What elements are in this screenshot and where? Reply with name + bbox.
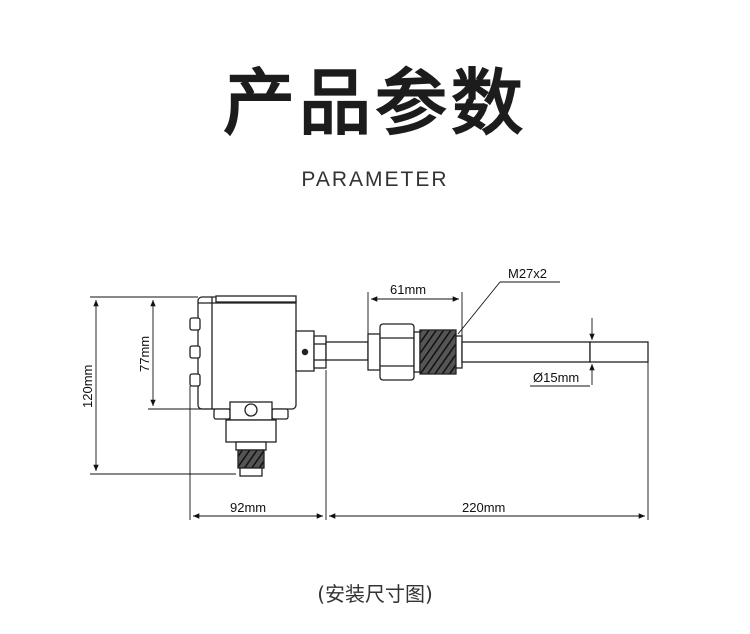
page-subtitle: PARAMETER [301, 168, 449, 191]
drawing-caption: (安装尺寸图) [317, 582, 433, 606]
probe-rod [461, 341, 591, 363]
side-connector [295, 330, 369, 372]
dim-label-92mm: 92mm [230, 500, 266, 515]
dim-label-77mm: 77mm [137, 336, 152, 372]
mounting-nut [367, 323, 421, 381]
dim-label-220mm: 220mm [462, 500, 505, 515]
page-title: 产品参数 [222, 61, 527, 145]
dim-label-120mm: 120mm [80, 365, 95, 408]
dim-label-diameter: Ø15mm [533, 370, 579, 385]
dim-label-61mm: 61mm [390, 282, 426, 297]
thread-end-ring [455, 335, 463, 369]
dim-label-thread: M27x2 [508, 266, 547, 281]
probe-tip [589, 341, 649, 363]
sensor-housing [189, 295, 297, 477]
thread-section [419, 329, 457, 375]
